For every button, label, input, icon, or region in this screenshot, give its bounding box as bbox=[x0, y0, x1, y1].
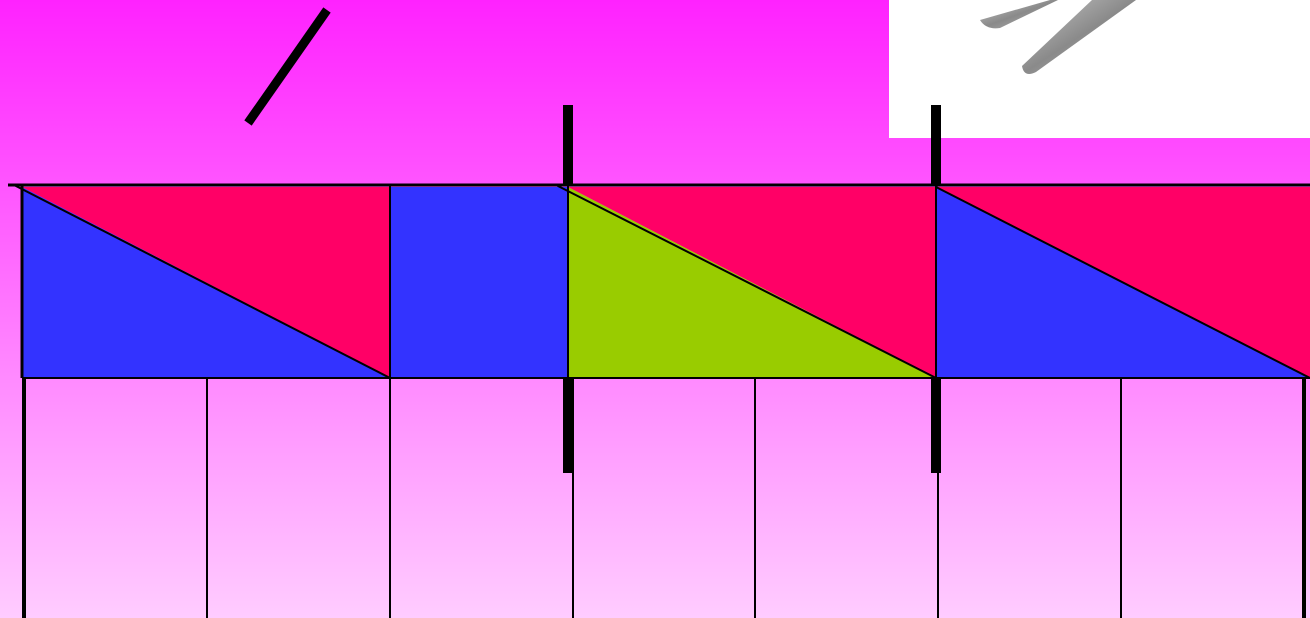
colored-strip bbox=[8, 185, 1310, 378]
cut-marker-lower bbox=[931, 378, 941, 473]
cut-marker-upper bbox=[563, 105, 573, 185]
second-block bbox=[390, 187, 568, 378]
scissors-icon bbox=[889, 0, 1310, 138]
cut-marker-lower bbox=[563, 378, 573, 473]
cut-marker-upper bbox=[931, 105, 941, 185]
